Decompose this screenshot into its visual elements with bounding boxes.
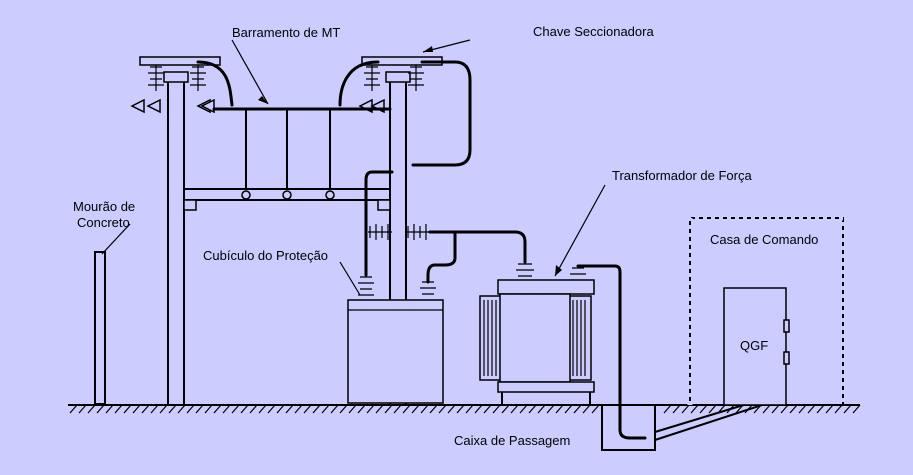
power-transformer <box>479 184 606 405</box>
pole-insulators <box>148 65 424 91</box>
mt-busbar <box>212 39 392 200</box>
busbar-label: Barramento de MT <box>232 25 340 40</box>
secondary-cable <box>576 264 647 440</box>
panel-label: QGF <box>740 338 768 353</box>
disconnect-switch-label: Chave Seccionadora <box>533 24 654 39</box>
protection-cubicle-label: Cubículo do Proteção <box>203 248 328 263</box>
overhead-cables <box>196 39 472 167</box>
horizontal-bushings <box>368 224 527 295</box>
cubicle-feed <box>358 170 394 296</box>
protection-cubicle <box>339 261 444 404</box>
pass-box-label: Caixa de Passagem <box>454 433 570 448</box>
control-house-label: Casa de Comando <box>710 232 818 247</box>
concrete-post-label-line1: Mourão de <box>73 199 135 214</box>
concrete-post <box>94 223 131 405</box>
power-transformer-label: Transformador de Força <box>612 168 752 183</box>
control-house <box>687 215 846 406</box>
left-pole <box>139 56 221 406</box>
concrete-post-label-line2: Concreto <box>77 215 130 230</box>
